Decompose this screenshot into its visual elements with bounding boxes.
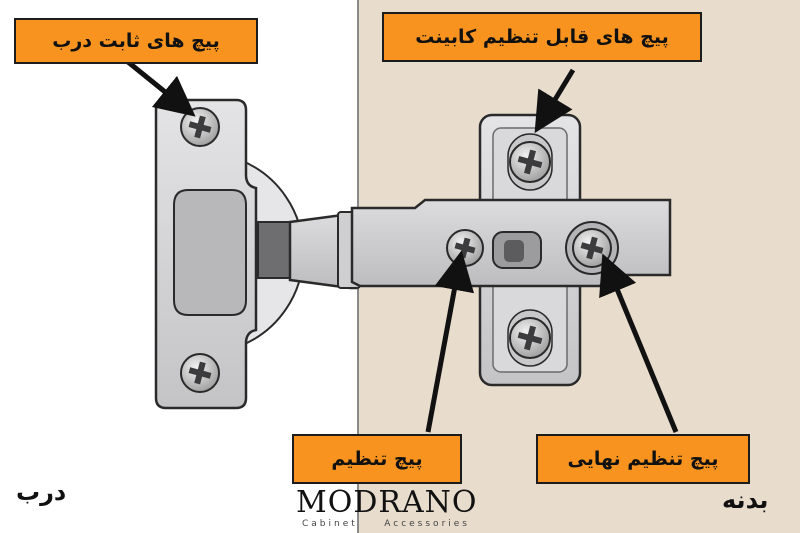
arrow-cabinet-screws — [534, 68, 576, 134]
callout-final-adjustment-screw: پیچ تنظیم نهایی — [536, 434, 750, 484]
door-screw-bottom — [180, 353, 220, 393]
hinge-link-dark — [257, 221, 293, 279]
final-adjustment-screw — [565, 221, 619, 275]
cabinet-screw-bottom — [507, 309, 553, 367]
logo-tagline-left: Cabinet — [302, 519, 358, 529]
callout-cabinet-adjustable-screws: پیچ های قابل تنظیم کابینت — [382, 12, 702, 62]
callout-adjustment-screw: پیچ تنظیم — [292, 434, 462, 484]
door-side-label: درب — [16, 478, 67, 506]
door-screw-top — [180, 107, 220, 147]
adjustment-screw — [446, 229, 484, 267]
body-side-label: بدنه — [722, 486, 769, 514]
door-plate-recess — [173, 189, 247, 316]
logo-tagline-right: Accessories — [384, 519, 470, 529]
arrow-final-adjustment-screw — [599, 253, 679, 433]
brand-logo: MODRANO Cabinet Accessories — [296, 487, 476, 531]
logo-name: MODRANO — [296, 485, 478, 520]
arrow-adjustment-screw — [425, 250, 475, 433]
adjust-slot-knob — [504, 240, 524, 262]
logo-tagline: Cabinet Accessories — [296, 519, 476, 529]
callout-door-fixed-screws: پیچ های ثابت درب — [14, 18, 258, 64]
cabinet-screw-top — [507, 133, 553, 191]
arrow-door-screw — [126, 60, 196, 117]
